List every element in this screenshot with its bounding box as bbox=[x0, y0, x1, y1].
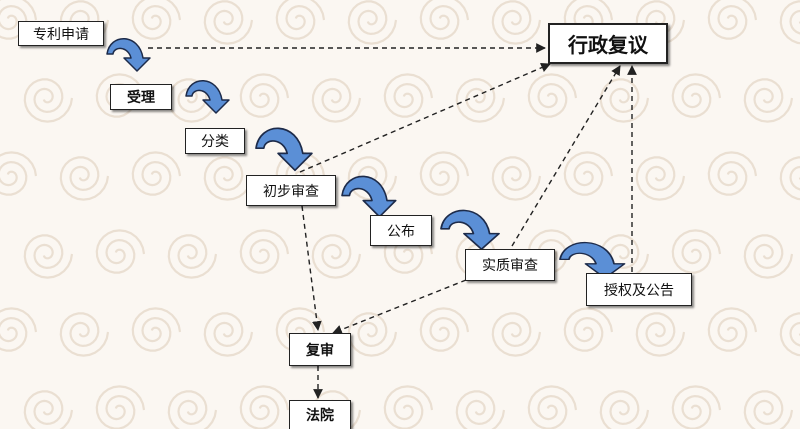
swirl-ornament bbox=[455, 390, 506, 429]
step-substantive-examination: 实质审查 bbox=[465, 249, 555, 281]
swirl-ornament bbox=[635, 156, 686, 201]
swirl-ornament bbox=[347, 312, 398, 357]
swirl-ornament bbox=[59, 156, 110, 201]
swirl-ornament bbox=[0, 151, 38, 196]
swirl-ornament bbox=[239, 385, 290, 429]
swirl-ornament bbox=[0, 307, 38, 352]
swirl-ornament bbox=[95, 229, 146, 274]
swirl-ornament bbox=[671, 229, 722, 274]
dashed-arrow-substantive-to-reexamination bbox=[332, 279, 467, 335]
swirl-ornament bbox=[0, 0, 38, 40]
swirl-ornament bbox=[779, 0, 800, 45]
swirl-ornament bbox=[383, 385, 434, 429]
swirl-ornament bbox=[455, 78, 506, 123]
swirl-ornament bbox=[23, 78, 74, 123]
dashed-arrow-substantive-to-admin-review bbox=[511, 65, 621, 247]
swirl-ornament bbox=[383, 73, 434, 118]
swirl-ornament bbox=[599, 78, 650, 123]
curved-arrow-classification-to-preliminary bbox=[255, 127, 313, 172]
swirl-ornament bbox=[59, 312, 110, 357]
dashed-arrow-preliminary-to-admin-review bbox=[299, 62, 551, 173]
swirl-ornament bbox=[707, 151, 758, 196]
swirl-ornament bbox=[707, 307, 758, 352]
swirl-ornament bbox=[203, 156, 254, 201]
swirl-ornament bbox=[743, 78, 794, 123]
swirl-ornament bbox=[239, 73, 290, 118]
swirl-ornament bbox=[491, 156, 542, 201]
curved-arrow-application-to-acceptance bbox=[106, 38, 151, 72]
step-publication: 公布 bbox=[370, 215, 432, 246]
step-patent-application: 专利申请 bbox=[18, 21, 104, 46]
swirl-ornament bbox=[203, 312, 254, 357]
curved-arrow-substantive-to-grant bbox=[559, 241, 626, 279]
swirl-ornament bbox=[347, 0, 398, 45]
swirl-ornament bbox=[23, 234, 74, 279]
swirl-ornament bbox=[671, 73, 722, 118]
swirl-ornament bbox=[167, 390, 218, 429]
swirl-ornament bbox=[95, 385, 146, 429]
swirl-ornament bbox=[743, 234, 794, 279]
swirl-ornament bbox=[563, 0, 614, 40]
swirl-ornament bbox=[275, 0, 326, 40]
swirl-ornament bbox=[527, 73, 578, 118]
swirl-ornament bbox=[563, 151, 614, 196]
swirl-ornament bbox=[131, 307, 182, 352]
step-reexamination: 复审 bbox=[289, 333, 351, 366]
swirl-ornament bbox=[707, 0, 758, 40]
swirl-ornament bbox=[275, 307, 326, 352]
dashed-arrow-preliminary-to-reexamination bbox=[301, 205, 322, 331]
step-acceptance: 受理 bbox=[110, 84, 172, 110]
swirl-ornament bbox=[167, 78, 218, 123]
swirl-ornament bbox=[527, 229, 578, 274]
curved-arrow-publication-to-substantive bbox=[440, 209, 500, 250]
swirl-ornament bbox=[311, 234, 362, 279]
swirl-ornament bbox=[563, 307, 614, 352]
swirl-ornament bbox=[167, 234, 218, 279]
swirl-ornament bbox=[671, 385, 722, 429]
swirl-ornament bbox=[779, 312, 800, 357]
swirl-ornament bbox=[311, 78, 362, 123]
step-preliminary-examination: 初步审查 bbox=[246, 175, 336, 206]
swirl-ornament bbox=[743, 390, 794, 429]
step-grant-and-announcement: 授权及公告 bbox=[586, 273, 692, 306]
swirl-ornament bbox=[419, 0, 470, 40]
swirl-ornament bbox=[527, 385, 578, 429]
swirl-ornament bbox=[419, 307, 470, 352]
curved-arrow-acceptance-to-classification bbox=[185, 80, 230, 114]
step-classification: 分类 bbox=[185, 128, 245, 154]
swirl-ornament bbox=[599, 390, 650, 429]
swirl-ornament bbox=[779, 156, 800, 201]
swirl-ornament bbox=[131, 0, 182, 40]
swirl-ornament bbox=[131, 151, 182, 196]
swirl-ornament bbox=[635, 312, 686, 357]
curved-arrow-preliminary-to-publication bbox=[341, 175, 397, 218]
swirl-ornament bbox=[203, 0, 254, 45]
swirl-ornament bbox=[23, 390, 74, 429]
swirl-ornament bbox=[239, 229, 290, 274]
swirl-ornament bbox=[491, 312, 542, 357]
step-court: 法院 bbox=[289, 400, 351, 429]
swirl-ornament bbox=[419, 151, 470, 196]
swirl-ornament bbox=[491, 0, 542, 45]
step-administrative-review: 行政复议 bbox=[548, 23, 668, 64]
